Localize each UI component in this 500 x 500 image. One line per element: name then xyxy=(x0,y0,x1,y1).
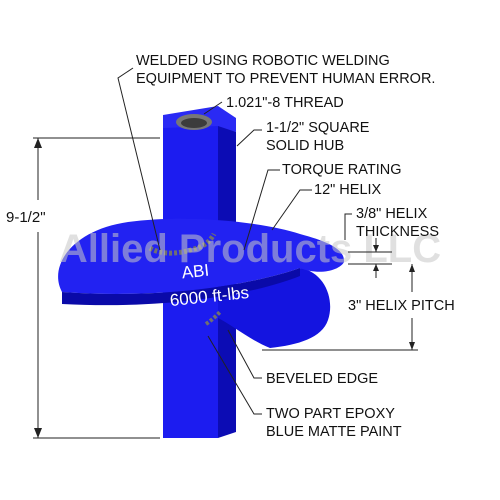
pitch-dimension xyxy=(262,264,418,351)
leader-lines xyxy=(117,67,352,415)
welding-note-line2: EQUIPMENT TO PREVENT HUMAN ERROR. xyxy=(136,71,435,87)
thickness-label-line1: 3/8" HELIX xyxy=(356,206,428,222)
welding-note-line1: WELDED USING ROBOTIC WELDING xyxy=(136,53,390,69)
hub-label-line2: SOLID HUB xyxy=(266,138,344,154)
thickness-label-line2: THICKNESS xyxy=(356,224,439,240)
paint-label-line2: BLUE MATTE PAINT xyxy=(266,424,402,440)
torque-rating-label: TORQUE RATING xyxy=(282,162,402,178)
beveled-edge-label: BEVELED EDGE xyxy=(266,371,378,387)
height-label: 9-1/2" xyxy=(6,209,46,226)
height-dimension xyxy=(33,137,160,439)
paint-label-line1: TWO PART EPOXY xyxy=(266,406,395,422)
thickness-dimension xyxy=(348,238,392,278)
stamp-brand: ABI xyxy=(181,261,210,283)
pitch-label: 3" HELIX PITCH xyxy=(348,298,455,314)
weld-bead xyxy=(148,232,222,326)
helix-size-label: 12" HELIX xyxy=(314,182,382,198)
thread-label: 1.021"-8 THREAD xyxy=(226,95,344,111)
hub-label-line1: 1-1/2" SQUARE xyxy=(266,120,370,136)
helix-plate xyxy=(58,218,345,348)
thread-opening xyxy=(176,114,212,130)
